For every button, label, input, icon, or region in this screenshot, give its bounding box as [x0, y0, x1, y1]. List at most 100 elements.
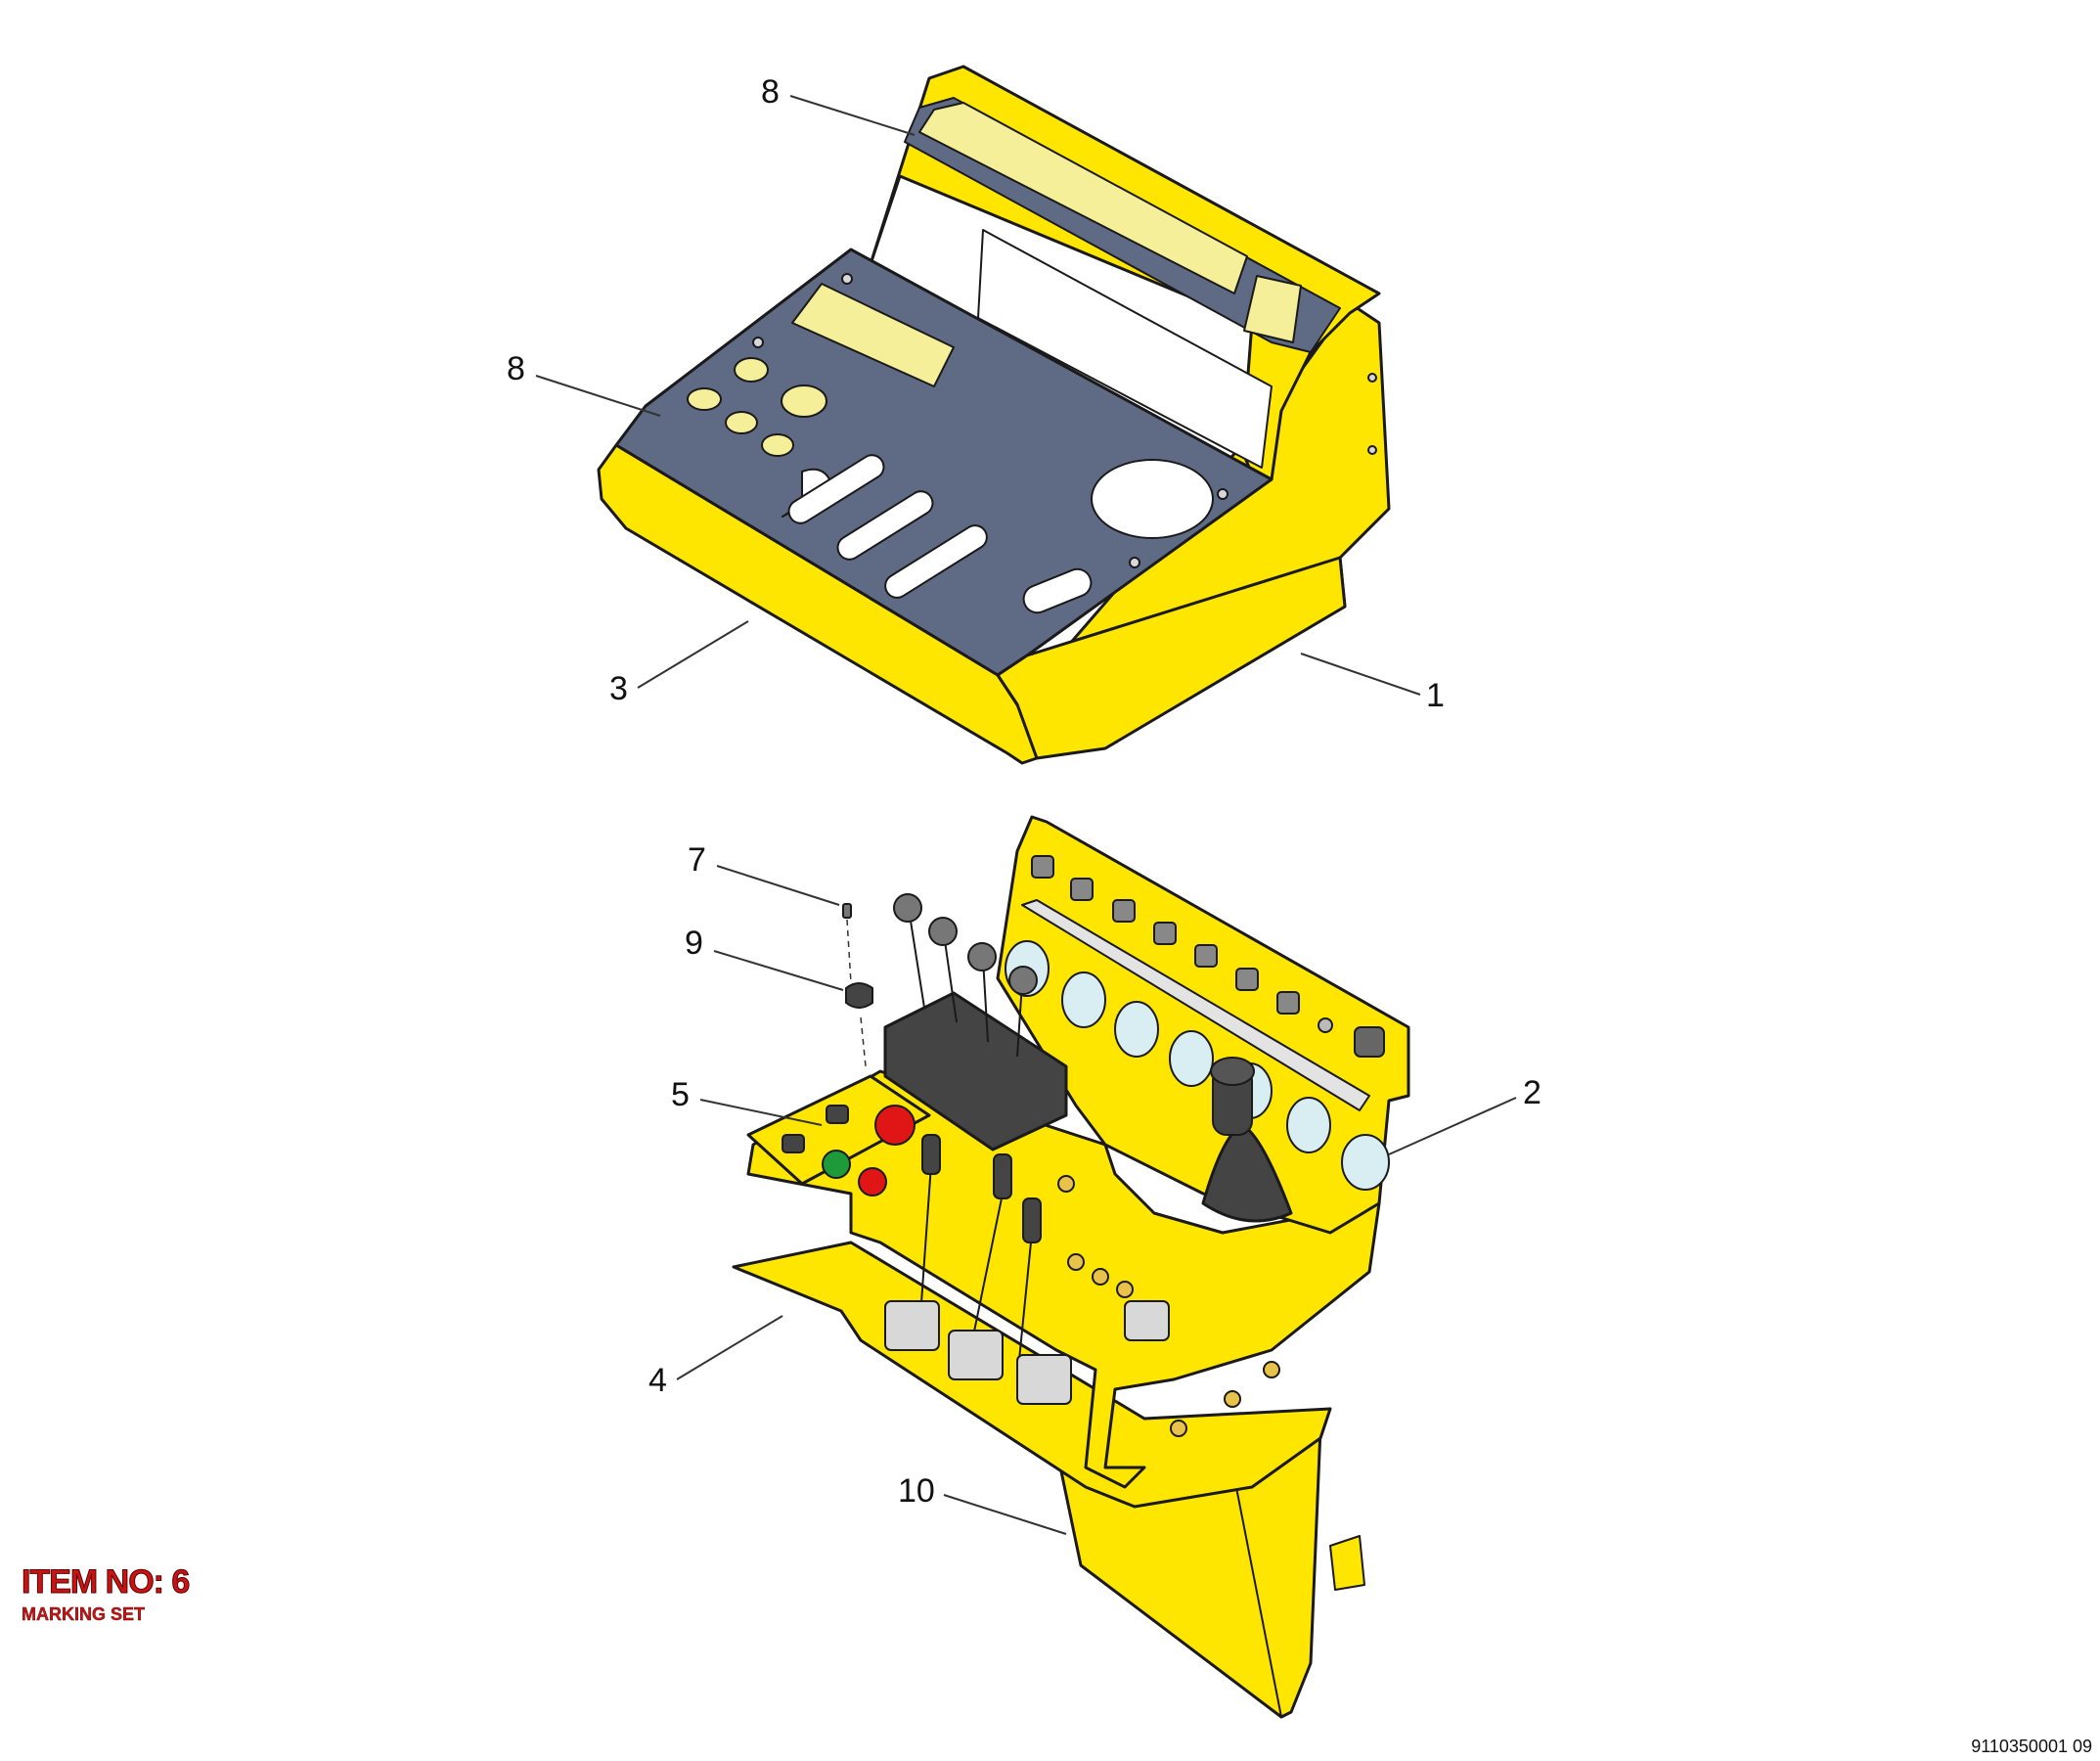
- gauge: [1286, 1097, 1331, 1153]
- key-switch: [1354, 1026, 1385, 1058]
- callout-9: 9: [685, 925, 703, 962]
- joystick-hole: [1091, 459, 1214, 539]
- fitting: [1224, 1390, 1241, 1408]
- lever-slot: [884, 524, 988, 599]
- fitting: [1057, 1175, 1075, 1193]
- selector-switch: [826, 1105, 849, 1124]
- callout-5: 5: [671, 1076, 690, 1113]
- leader-8-top: [789, 95, 916, 136]
- callout-10: 10: [898, 1472, 935, 1510]
- switch-hole: [761, 433, 794, 457]
- callout-8-left: 8: [507, 350, 525, 387]
- switch-box-top: [746, 1074, 931, 1186]
- front-hand-levers: [918, 1134, 1042, 1380]
- fitting: [1263, 1361, 1280, 1378]
- leader-10: [943, 1494, 1067, 1535]
- callouts: 8 8 3 1 7 9 5 2 4 10: [507, 73, 1541, 1535]
- joystick-top: [1210, 1057, 1255, 1086]
- frame-opening: [977, 229, 1273, 469]
- leader-9: [713, 950, 844, 991]
- panel-switch-holes: [687, 357, 827, 457]
- rocker-switch: [1235, 968, 1259, 991]
- console-cover: [597, 65, 1391, 765]
- rocker-switch: [1112, 899, 1136, 923]
- leader-8-left: [535, 375, 661, 417]
- screw: [752, 337, 764, 348]
- emergency-stop-button: [874, 1105, 916, 1146]
- control-panel-assembly: [732, 815, 1410, 1719]
- switch-hole: [734, 357, 769, 383]
- lever-rod: [943, 933, 958, 1023]
- rocker-switch: [1276, 991, 1300, 1015]
- top-frame-small-window: [1243, 275, 1302, 343]
- hydraulic-valves: [884, 1300, 1170, 1405]
- screw: [841, 273, 853, 285]
- rocker-switch: [1031, 855, 1054, 879]
- leader-2: [1388, 1097, 1517, 1155]
- fitting: [1170, 1420, 1187, 1437]
- panel-lever-slots: [782, 454, 1093, 614]
- gauge: [1341, 1134, 1390, 1191]
- valve-block-boot: [883, 991, 1068, 1151]
- callout-1: 1: [1426, 677, 1445, 714]
- lever-slot: [787, 454, 885, 524]
- leader-3: [637, 620, 749, 689]
- hand-lever-grip: [1022, 1197, 1042, 1243]
- green-push-button: [822, 1150, 851, 1179]
- lever-knob: [928, 917, 958, 946]
- rocker-switch: [1194, 944, 1218, 968]
- gauge: [1114, 1001, 1159, 1058]
- hand-lever-grip: [921, 1134, 941, 1175]
- callout-4: 4: [648, 1362, 667, 1399]
- gauge: [1061, 971, 1106, 1028]
- fitting: [1092, 1268, 1109, 1286]
- joystick-boot: [1201, 1123, 1293, 1223]
- lever-knob: [1008, 966, 1038, 995]
- callout-3: 3: [609, 670, 628, 707]
- rocker-switches: [1031, 855, 1385, 1058]
- cover-front-lower: [996, 556, 1347, 760]
- switch-hole: [725, 411, 758, 434]
- hand-lever-grip: [993, 1153, 1012, 1199]
- screw: [1129, 557, 1140, 568]
- leader-5: [699, 1099, 823, 1126]
- valve-body: [1016, 1354, 1072, 1405]
- fitting: [1116, 1281, 1134, 1298]
- leader-7: [716, 865, 840, 906]
- lever-slot: [836, 490, 934, 561]
- lever-rod: [909, 914, 925, 1009]
- valve-levers: [893, 893, 1038, 1058]
- joystick: [1201, 1057, 1293, 1223]
- gauge: [1169, 1030, 1214, 1087]
- switch-hole: [687, 387, 722, 411]
- lever-slot: [1022, 567, 1093, 614]
- rubber-grommet-9: [845, 982, 873, 1009]
- callout-7: 7: [688, 841, 706, 879]
- top-frame-display-window: [918, 102, 1248, 294]
- rocker-switch: [1070, 878, 1094, 901]
- selector-switch: [782, 1134, 805, 1153]
- callout-2: 2: [1523, 1074, 1541, 1111]
- lever-knob: [967, 942, 997, 971]
- indicator-lamp: [1318, 1017, 1333, 1033]
- screw: [1217, 488, 1229, 500]
- red-push-button: [858, 1167, 887, 1197]
- side-mount-bracket: [1329, 1535, 1365, 1591]
- fitting: [1067, 1253, 1085, 1271]
- switch-box-controls: [782, 1105, 916, 1197]
- lever-knob: [893, 893, 922, 923]
- drawing-number: 9110350001 09: [1971, 1737, 2092, 1756]
- hydraulic-fittings: [1057, 1175, 1280, 1437]
- screw-7: [842, 903, 852, 919]
- lever-rod: [1016, 982, 1023, 1058]
- lever-rod: [982, 958, 989, 1043]
- lower-bracket-fold: [1231, 1467, 1282, 1718]
- leader-1: [1300, 653, 1421, 696]
- callout-8-top: 8: [761, 73, 780, 111]
- valve-body: [884, 1300, 940, 1351]
- valve-body: [948, 1330, 1004, 1380]
- screw: [1367, 445, 1377, 455]
- leader-4: [676, 1315, 783, 1380]
- valve-body: [1124, 1300, 1170, 1341]
